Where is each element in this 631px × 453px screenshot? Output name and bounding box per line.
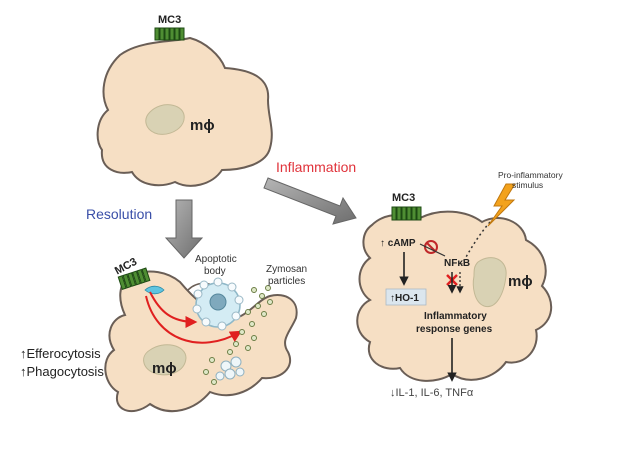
cytokines-label: ↓IL-1, IL-6, TNFα: [390, 387, 474, 399]
apoptotic-label-line2: body: [204, 266, 226, 277]
top-macrophage-nucleus: [145, 104, 185, 135]
bottom-macrophage: MC3 mϕ: [104, 256, 298, 413]
resolution-label: Resolution: [86, 206, 152, 222]
bottom-macrophage-nucleus: [143, 344, 187, 376]
engulfed-vesicles: [215, 356, 245, 381]
camp-label: ↑ cAMP: [380, 238, 416, 249]
phagocytosis-label: ↑Phagocytosis: [20, 364, 104, 379]
mc3-receptor-right: [391, 206, 422, 221]
inflam-genes-line2: response genes: [416, 324, 493, 335]
red-arrow-lower: [145, 295, 243, 344]
zymosan-label-line1: Zymosan: [266, 264, 307, 275]
right-macrophage: MC3 ↑ cAMP ↑HO-1 NFκB Inflammatory respo…: [356, 192, 552, 382]
ho1-label: ↑HO-1: [390, 293, 419, 304]
mc3-receptor-left: [117, 267, 151, 291]
inflammation-arrow: [263, 177, 357, 225]
red-arrow-upper: [149, 291, 198, 328]
lightning-bolt-icon: [487, 183, 516, 227]
camp-to-nfkb-line: [419, 243, 446, 257]
mc3-label-top: MC3: [158, 14, 181, 26]
nfkb-label: NFκB: [444, 258, 470, 269]
mphi-label-top: mϕ: [190, 117, 215, 134]
inflammation-label: Inflammation: [276, 159, 356, 175]
inflam-genes-line1: Inflammatory: [424, 311, 487, 322]
top-macrophage: MC3 mϕ: [96, 14, 273, 187]
efferocytosis-label: ↑Efferocytosis: [20, 346, 101, 361]
stimulus-dotted-line: [461, 221, 491, 265]
mc3-receptor-top: [154, 27, 185, 41]
zymosan-label-line2: particles: [268, 276, 305, 287]
resolution-arrow: [164, 199, 204, 259]
top-macrophage-cell: [96, 36, 273, 187]
right-macrophage-nucleus: [472, 257, 507, 308]
zymosan-particles: [203, 285, 273, 385]
mphi-label-right: mϕ: [508, 273, 533, 290]
right-macrophage-cell: [356, 210, 552, 382]
proinflam-label-line2: stimulus: [512, 180, 543, 190]
apoptotic-body: [192, 277, 244, 331]
mphi-label-left: mϕ: [152, 360, 177, 377]
mc3-label-right: MC3: [392, 192, 415, 204]
nfkb-down-arrows: [447, 272, 464, 294]
apoptotic-label-line1: Apoptotic: [195, 254, 237, 265]
proinflam-label-line1: Pro-inflammatory: [498, 170, 563, 180]
ho1-box: [385, 288, 427, 306]
